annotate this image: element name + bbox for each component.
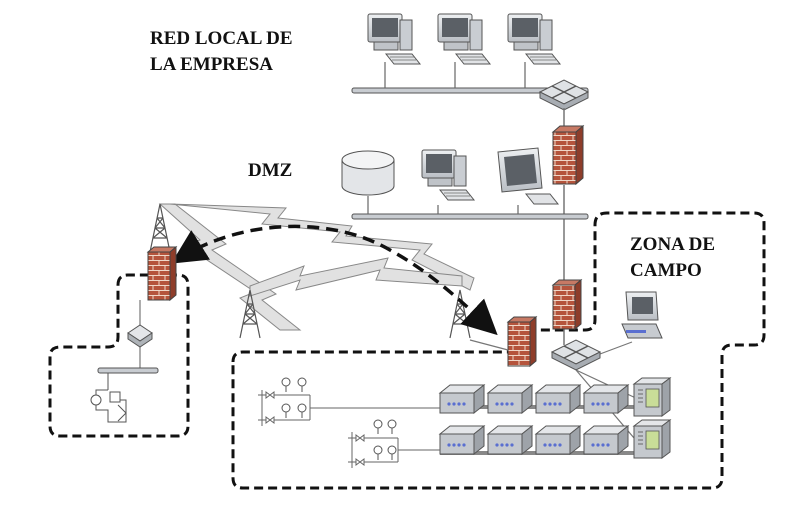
firewall-remote [147,251,171,301]
sensor-icon [281,403,291,419]
firewall-lan-dmz [552,131,577,185]
router-icon [551,339,601,371]
plc-module-icon [583,425,629,455]
remote-bus [97,367,159,374]
corporate-lan [351,13,589,111]
remote-site [90,245,178,423]
sensor-icon [373,419,383,435]
field-zone-label-line2: CAMPO [630,260,702,281]
sensor-icon [373,445,383,461]
radio-tower-icon [149,203,171,253]
rtu-cabinet-icon [633,419,671,459]
plc-module-icon [583,384,629,414]
field-zone-label: ZONA DE CAMPO [630,232,715,284]
radio-links [158,203,475,331]
plc-module-icon [535,425,581,455]
field-network [258,278,671,468]
workstation-icon [507,13,561,65]
monitor-icon [497,147,560,205]
plc-module-icon [535,384,581,414]
sensor-icon [281,377,291,393]
remote-site-boundary [48,273,190,438]
sensor-icon [387,445,397,461]
plc-module-icon [487,384,533,414]
remote-access-arrow [171,224,498,336]
sensor-icon [297,403,307,419]
field-zone-label-line1: ZONA DE [630,234,715,255]
database-icon [341,150,395,196]
dmz-network [341,147,589,220]
remote-device-icon [127,324,153,348]
process-piping-icon [258,390,440,426]
plc-module-icon [487,425,533,455]
corporate-lan-label-line1: RED LOCAL DE [150,28,293,49]
plc-module-icon [439,425,485,455]
rtu-cabinet-icon [633,377,671,417]
corporate-lan-label: RED LOCAL DE LA EMPRESA [150,26,293,78]
dmz-label: DMZ [248,158,292,184]
circuit-schematic-icon [90,373,127,423]
firewall-radio-field [507,321,531,367]
workstation-icon [421,149,475,201]
dmz-backbone [351,213,589,220]
hmi-workstation-icon [621,291,663,339]
field-zone-boundary [231,211,766,490]
process-piping-icon [348,432,440,468]
workstation-icon [437,13,491,65]
workstation-icon [367,13,421,65]
lan-backbone [351,87,589,94]
sensor-icon [297,377,307,393]
radio-tower-icon [449,289,471,339]
sensor-icon [387,419,397,435]
plc-module-icon [439,384,485,414]
router-icon [539,79,589,111]
firewall-dmz-field [552,284,576,330]
corporate-lan-label-line2: LA EMPRESA [150,54,273,75]
dmz-label-text: DMZ [248,160,293,181]
